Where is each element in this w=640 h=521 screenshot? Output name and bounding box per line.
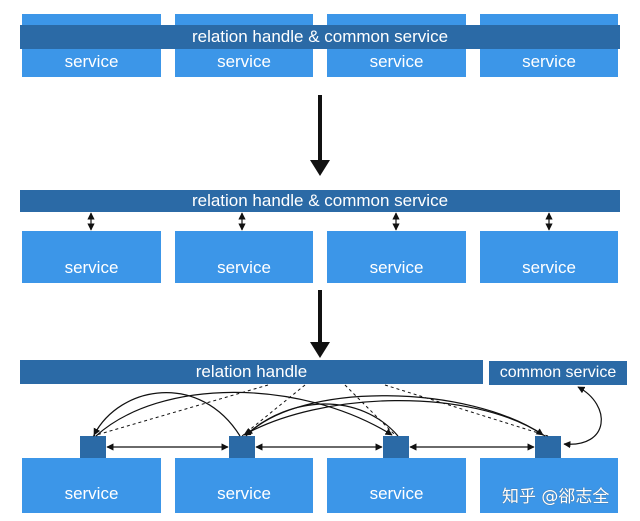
stage2-service-box-2: service xyxy=(175,231,313,283)
service-label: service xyxy=(522,258,576,277)
dotted-link-2 xyxy=(241,384,306,437)
stage1-bar: relation handle & common service xyxy=(20,25,620,49)
relation-node-4 xyxy=(535,436,561,458)
service-label: service xyxy=(522,52,576,71)
common-service-label: common service xyxy=(499,364,617,381)
arc-4-to-2 xyxy=(243,400,546,437)
arc-3-to-2 xyxy=(245,403,399,437)
relation-node-2 xyxy=(229,436,255,458)
common-service-box: common service xyxy=(488,360,628,386)
dotted-link-1 xyxy=(92,384,269,437)
relation-handle-bar: relation handle xyxy=(20,360,483,384)
dotted-link-3 xyxy=(344,384,397,437)
stage3-service-box-3: service xyxy=(327,458,466,513)
relation-node-1 xyxy=(80,436,106,458)
stage3-service-box-4 xyxy=(480,458,618,513)
stage2-bar: relation handle & common service xyxy=(20,190,620,212)
service-label: service xyxy=(217,258,271,277)
service-label: service xyxy=(217,52,271,71)
relation-handle-label: relation handle xyxy=(195,362,308,381)
stage1-bar-label: relation handle & common service xyxy=(191,27,449,46)
stage3-service-box-2: service xyxy=(175,458,313,513)
stage2-service-box-1: service xyxy=(22,231,161,283)
arc-common-to-4 xyxy=(563,386,602,449)
stage2-service-box-3: service xyxy=(327,231,466,283)
arc-2-to-4 xyxy=(245,395,544,437)
arc-2-to-1 xyxy=(93,392,241,437)
service-label: service xyxy=(369,258,424,277)
stage2-service-box-4: service xyxy=(480,231,618,283)
service-label: service xyxy=(369,52,424,71)
arc-1-to-3 xyxy=(95,391,393,437)
down-arrow-1 xyxy=(310,95,330,176)
service-label: service xyxy=(369,483,424,503)
service-label: service xyxy=(217,483,271,503)
down-arrow-2 xyxy=(310,290,330,358)
service-label: service xyxy=(64,483,119,503)
relation-node-3 xyxy=(383,436,409,458)
watermark: 知乎 @郤志全 xyxy=(502,487,610,507)
dotted-link-4 xyxy=(384,384,549,437)
stage3-service-box-1: service xyxy=(22,458,161,513)
service-label: service xyxy=(64,258,119,277)
stage2-bar-label: relation handle & common service xyxy=(191,191,449,210)
service-label: service xyxy=(64,52,119,71)
